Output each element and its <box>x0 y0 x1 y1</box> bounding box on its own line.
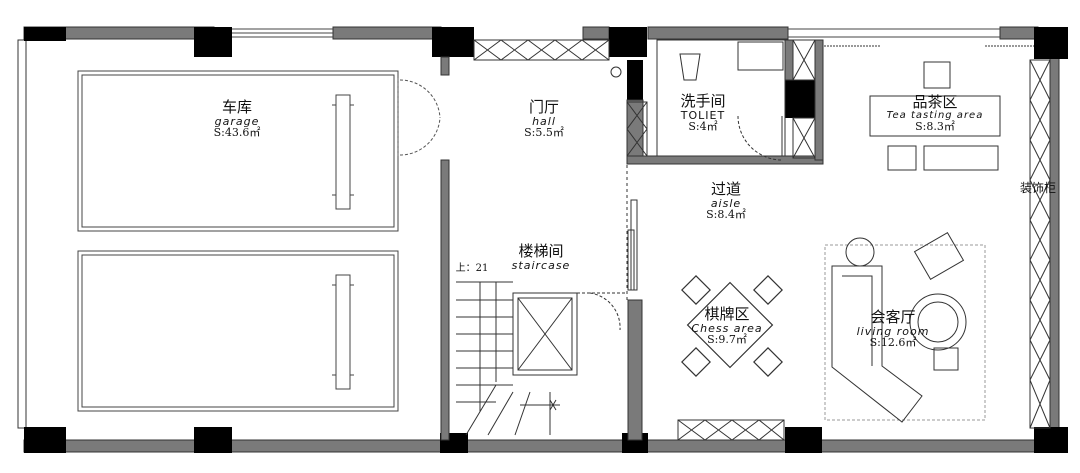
bottom-cabinet <box>677 419 785 441</box>
room-area: S:8.3㎡ <box>915 120 955 134</box>
top-windows <box>214 28 1000 38</box>
room-label-garage: 车库 garage S:43.6㎡ <box>213 98 261 140</box>
room-name-en: Tea tasting area <box>886 109 984 121</box>
room-label-aisle: 过道 aisle S:8.4㎡ <box>706 180 746 222</box>
room-name-en: aisle <box>710 196 742 210</box>
room-name-en: garage <box>214 114 260 128</box>
room-label-living: 会客厅 living room S:12.6㎡ <box>856 308 930 350</box>
room-label-chess: 棋牌区 Chess area S:9.7㎡ <box>691 305 763 347</box>
sliding-door <box>626 165 638 300</box>
room-name-en: Chess area <box>691 321 763 335</box>
room-name-zh: 楼梯间 <box>518 242 564 260</box>
living-room-furniture <box>824 231 986 423</box>
room-name-zh: 洗手间 <box>680 92 726 110</box>
room-name-zh: 品茶区 <box>912 93 958 111</box>
aisle-cabinets <box>626 39 816 159</box>
room-label-toilet: 洗手间 TOLIET S:4㎡ <box>680 92 726 134</box>
room-name-en: TOLIET <box>680 108 726 122</box>
garage-doors <box>397 78 441 158</box>
room-area: S:4㎡ <box>688 120 718 134</box>
room-name-zh: 门厅 <box>528 98 559 116</box>
room-area: S:8.4㎡ <box>706 208 746 222</box>
room-name-zh: 车库 <box>221 98 253 116</box>
room-name-zh: 过道 <box>710 180 741 198</box>
outer-walls <box>17 26 1060 453</box>
room-label-staircase: 楼梯间 staircase <box>511 242 571 272</box>
room-name-en: staircase <box>511 258 571 272</box>
structural-columns <box>24 27 1068 453</box>
room-area: S:9.7㎡ <box>707 333 747 347</box>
staircase <box>456 281 627 436</box>
room-name-en: living room <box>856 324 930 338</box>
decorative-cabinet-label: 装饰柜 <box>1019 181 1057 195</box>
room-name-zh: 棋牌区 <box>704 305 750 323</box>
room-name-en: hall <box>532 114 556 128</box>
chess-table <box>681 275 783 377</box>
room-label-hall: 门厅 hall S:5.5㎡ <box>524 98 564 140</box>
stair-up-note: 上：21 <box>455 263 489 274</box>
room-label-tea: 品茶区 Tea tasting area S:8.3㎡ <box>886 93 984 134</box>
room-area: S:12.6㎡ <box>869 336 917 350</box>
tea-furniture <box>824 45 1034 171</box>
room-area: S:5.5㎡ <box>524 126 564 140</box>
toilet-fixtures <box>610 39 786 161</box>
interior-walls <box>440 39 824 441</box>
room-area: S:43.6㎡ <box>213 126 261 140</box>
hall-cabinet <box>473 39 610 61</box>
room-name-zh: 会客厅 <box>870 308 916 326</box>
decorative-cabinet <box>1029 59 1051 429</box>
